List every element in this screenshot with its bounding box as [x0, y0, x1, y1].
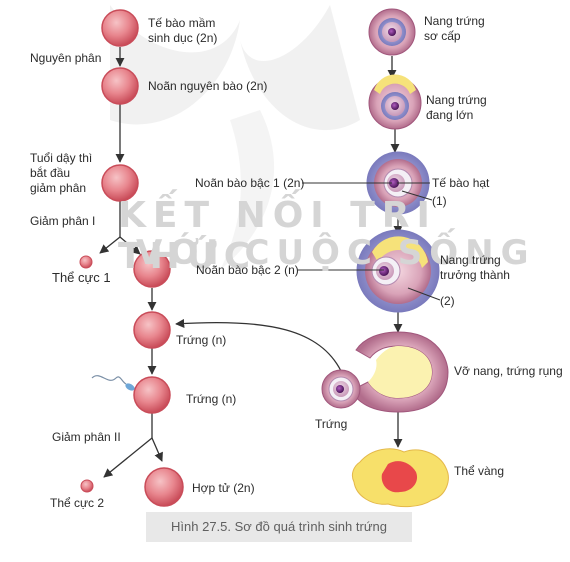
label-released-egg: Trứng [315, 417, 348, 431]
label-ruptured-follicle: Vỡ nang, trứng rụng [454, 364, 563, 378]
label-secondary-oocyte: Noãn bào bậc 2 (n) [196, 263, 299, 277]
marker-1: (1) [432, 194, 447, 208]
label-puberty-meiosis: Tuổi dậy thì bắt đầu giảm phân [30, 151, 93, 195]
label-growing-follicle: Nang trứng đang lớn [426, 93, 487, 122]
oogonium-cell [101, 67, 139, 105]
label-mitosis: Nguyên phân [30, 51, 102, 65]
released-egg [321, 369, 361, 409]
watermark-line2: VỚI CUỘC SỐNG [136, 233, 536, 273]
primary-follicle [368, 8, 416, 56]
left-arrows [99, 47, 163, 478]
label-ovum-2: Trứng (n) [186, 392, 237, 406]
ruptured-follicle [351, 331, 449, 413]
secondary-oocyte-cell [133, 250, 171, 288]
watermark-logo [110, 5, 360, 270]
label-meiosis-1: Giảm phân I [30, 214, 96, 228]
left-cells [79, 9, 184, 507]
sperm-icon [91, 375, 135, 391]
zygote-cell [144, 467, 184, 507]
germ-cell [101, 9, 139, 47]
label-primary-follicle: Nang trứng sơ cấp [424, 14, 485, 43]
label-mature-follicle: Nang trứng trưởng thành [440, 253, 510, 282]
label-primary-oocyte: Noãn bào bậc 1 (2n) [195, 176, 305, 190]
label-polar-body-1: Thể cực 1 [52, 270, 111, 285]
label-meiosis-2: Giảm phân II [52, 430, 121, 444]
label-germ-cell: Tế bào mầm sinh dục (2n) [148, 16, 218, 45]
primary-oocyte-cell [101, 164, 139, 202]
label-polar-body-2: Thể cực 2 [50, 496, 105, 510]
growing-follicle [368, 74, 422, 130]
corpus-luteum [351, 448, 449, 508]
label-zygote: Hợp tử (2n) [192, 481, 255, 495]
polar-body-2 [80, 479, 94, 493]
label-corpus-luteum: Thể vàng [454, 464, 505, 478]
label-oogonium: Noãn nguyên bào (2n) [148, 79, 268, 93]
pointer-lines [298, 182, 441, 301]
label-granulosa: Tế bào hạt [432, 176, 490, 190]
marker-2: (2) [440, 294, 455, 308]
mature-follicle [356, 229, 440, 313]
polar-body-1 [79, 255, 93, 269]
label-ovum-1: Trứng (n) [176, 333, 227, 347]
watermark-line1: KẾT NỐI TRI THỨC [118, 195, 437, 277]
ovum-cell-2 [133, 376, 171, 414]
ovum-cell-1 [133, 311, 171, 349]
figure-caption: Hình 27.5. Sơ đồ quá trình sinh trứng [146, 512, 412, 542]
